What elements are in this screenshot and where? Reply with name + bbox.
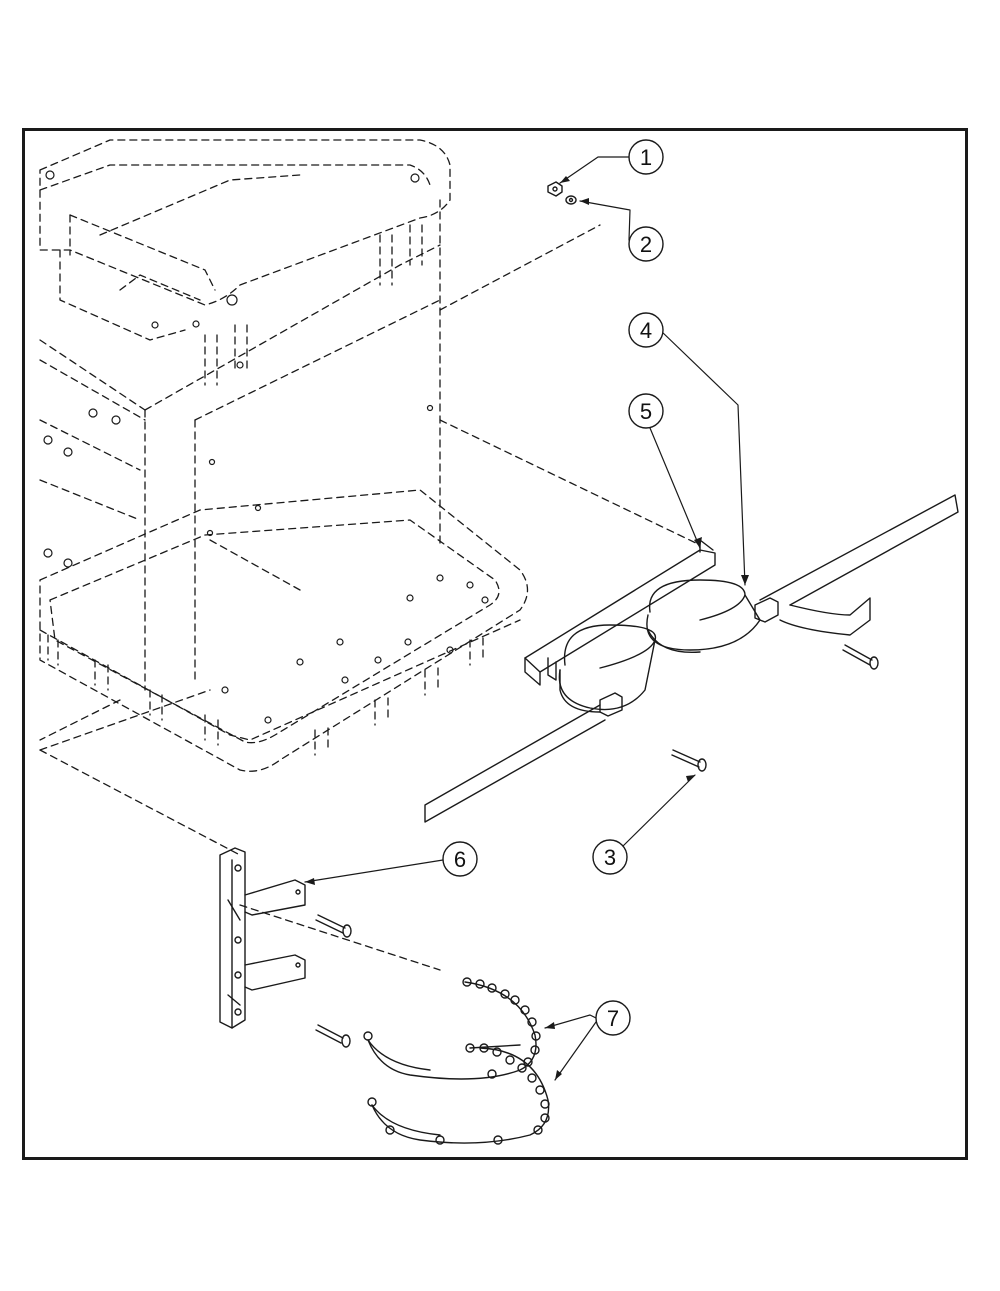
clevis-pin-upper <box>842 644 879 670</box>
tank-clamp-assembly <box>424 494 959 823</box>
leader-arrowheads <box>305 176 749 1080</box>
callout-6: 6 <box>442 841 478 877</box>
svg-text:7: 7 <box>607 1006 619 1031</box>
nut-part <box>547 181 563 197</box>
svg-text:5: 5 <box>640 399 652 424</box>
clevis-pin-lower <box>671 749 707 772</box>
drawing-frame <box>22 128 968 1160</box>
svg-text:2: 2 <box>640 232 652 257</box>
body-holes <box>43 170 489 724</box>
callout-3: 3 <box>592 839 628 875</box>
svg-text:1: 1 <box>640 145 652 170</box>
mounting-bracket-part <box>219 847 306 1029</box>
machine-body-phantom <box>39 139 701 971</box>
washer-part <box>565 195 577 205</box>
svg-text:3: 3 <box>604 845 616 870</box>
callout-1: 1 <box>628 139 664 175</box>
callout-7: 7 <box>595 1000 631 1036</box>
callout-2: 2 <box>628 226 664 262</box>
chain-pin <box>315 1024 351 1048</box>
svg-text:4: 4 <box>640 318 652 343</box>
callout-4: 4 <box>628 312 664 348</box>
callout-5: 5 <box>628 393 664 429</box>
tank-chain-lower <box>367 1043 550 1145</box>
svg-text:6: 6 <box>454 847 466 872</box>
tank-chain-upper <box>363 977 541 1080</box>
leader-lines <box>304 156 746 1081</box>
bracket-pin <box>315 914 352 938</box>
